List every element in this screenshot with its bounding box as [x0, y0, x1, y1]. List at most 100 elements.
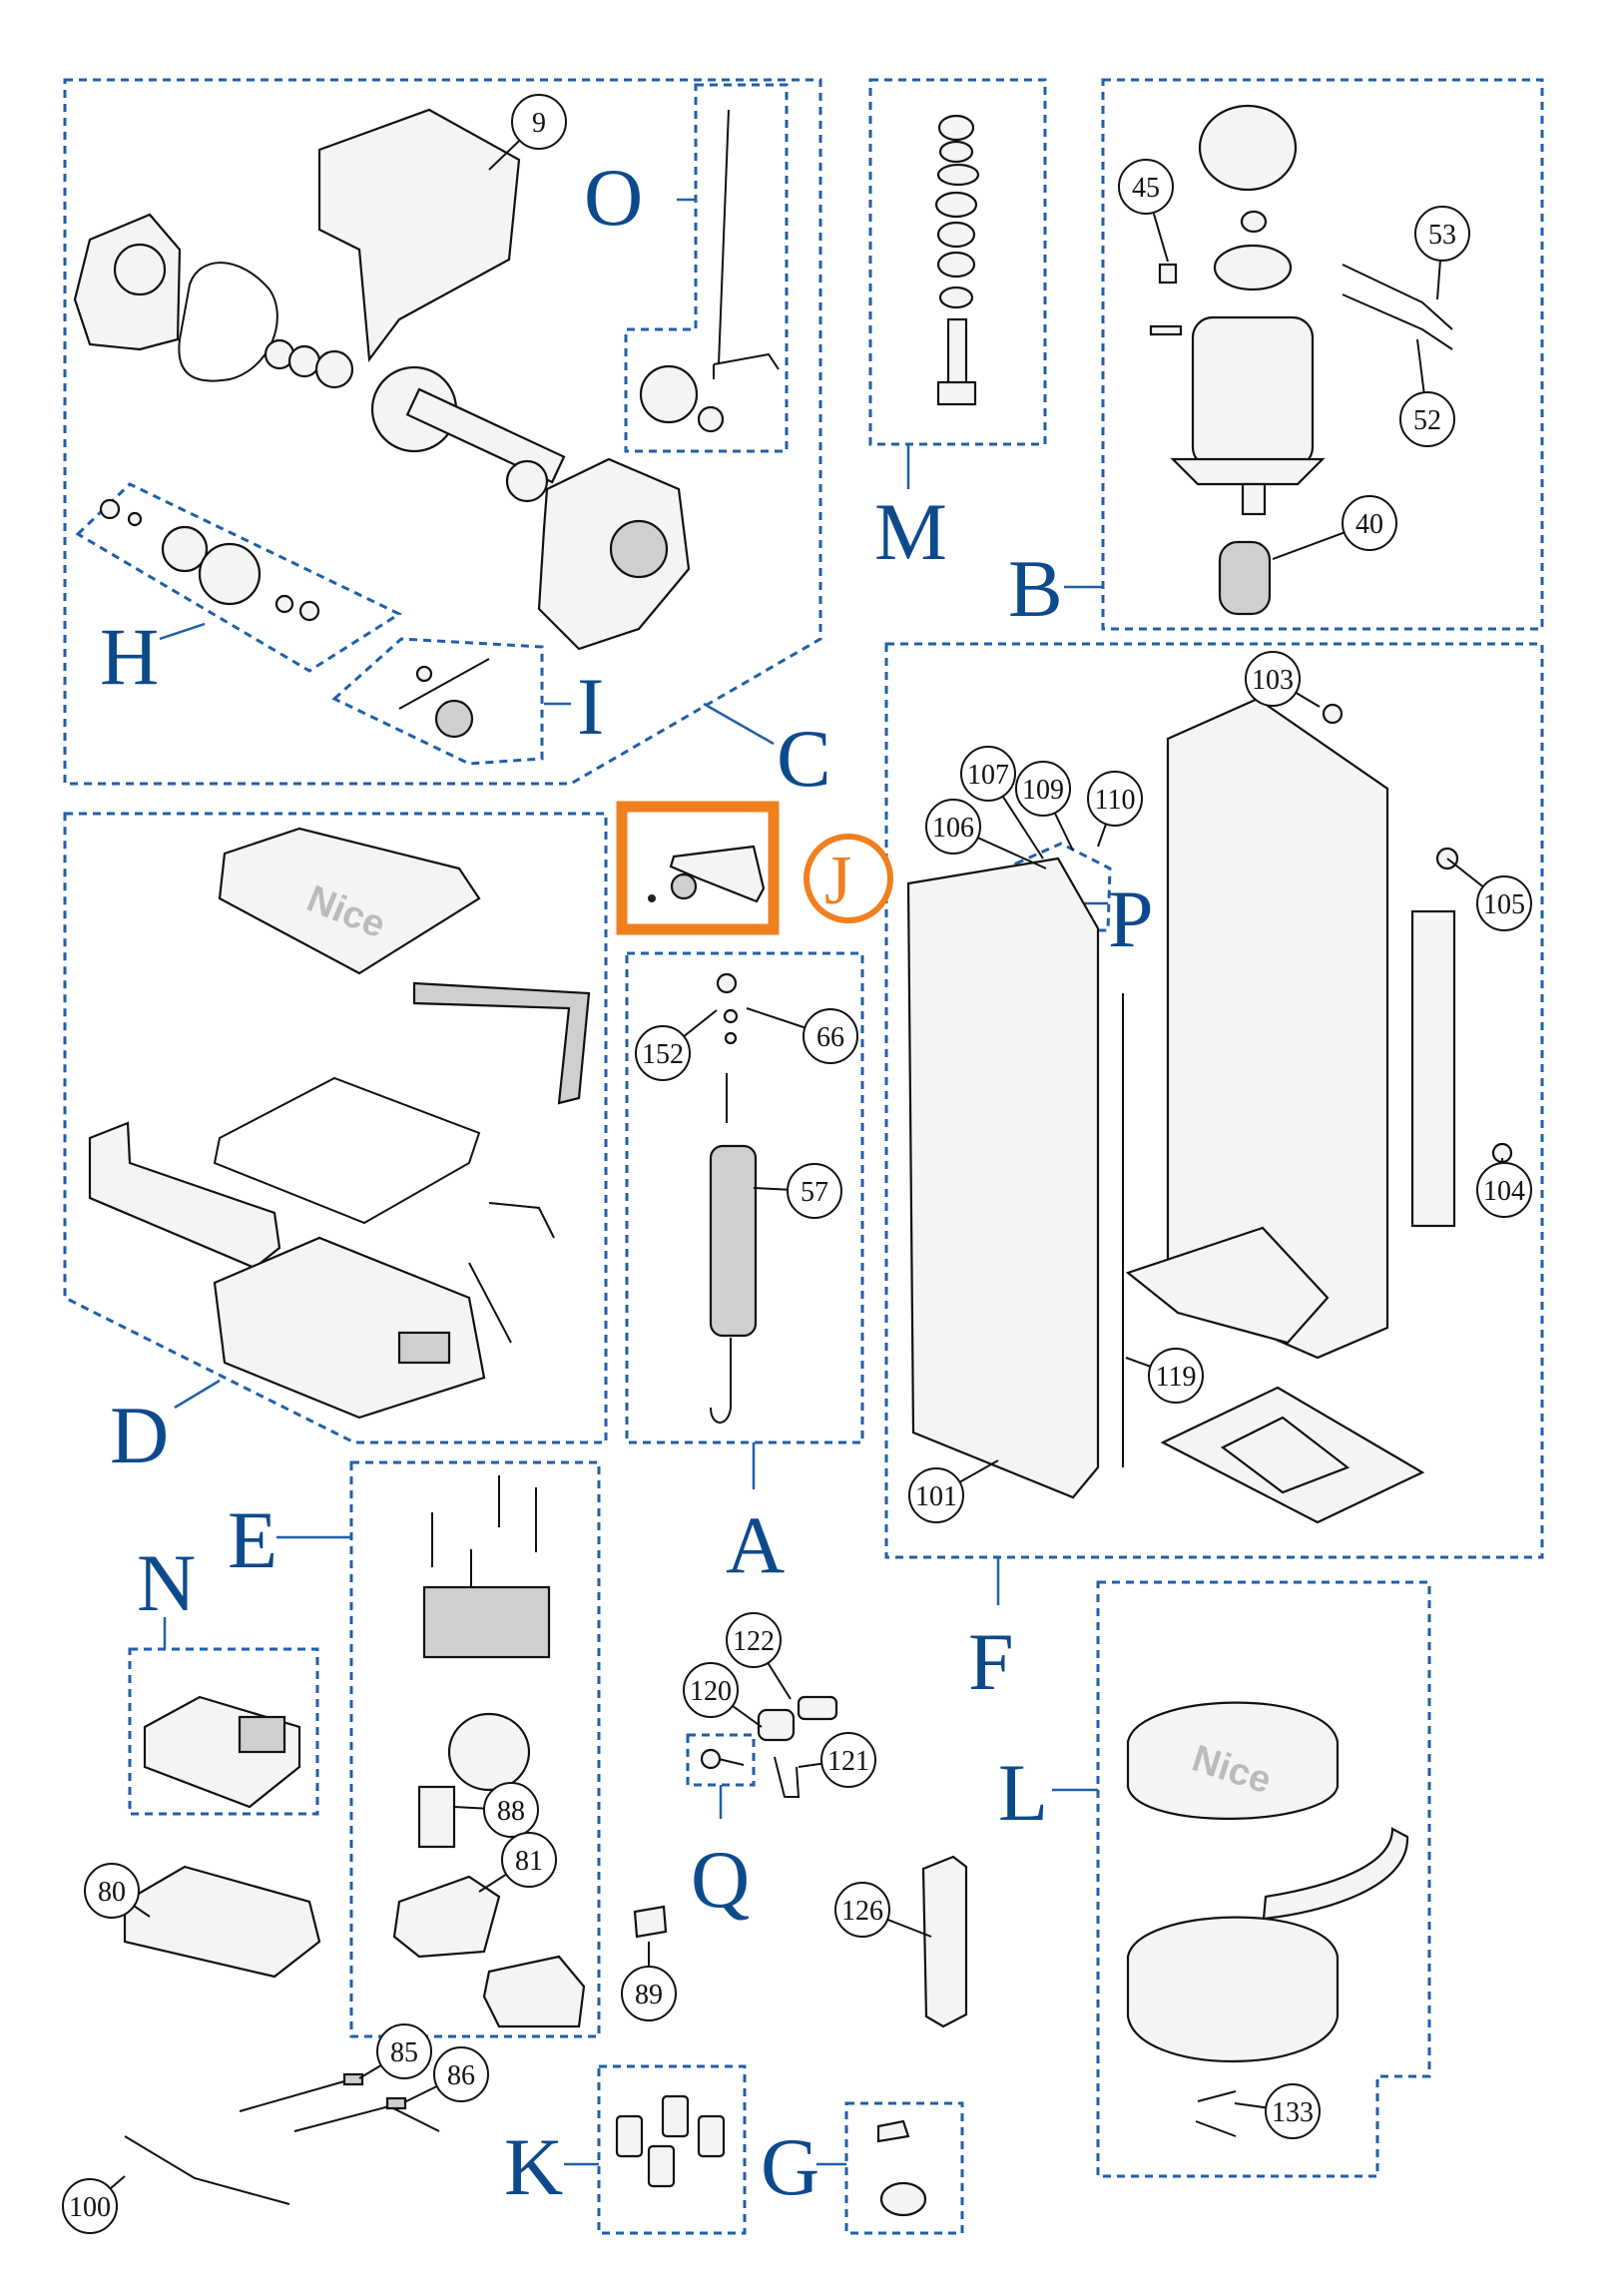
callout-circle-40 — [1342, 495, 1397, 551]
lock-cylinder-part — [757, 1708, 796, 1742]
group-h-parts — [99, 498, 320, 622]
callout-number-106: 106 — [932, 813, 974, 844]
group-label-i: I — [544, 661, 604, 752]
callout-number-122: 122 — [733, 1626, 775, 1657]
group-label-q: Q — [691, 1785, 750, 1925]
group-label-k: K — [504, 2121, 599, 2212]
callout-circle-104 — [1476, 1162, 1532, 1218]
callout-circle-106 — [925, 799, 981, 855]
callout-number-152: 152 — [642, 1039, 684, 1070]
motor-cap-part — [1198, 104, 1298, 192]
callout-106: 106 — [925, 799, 1047, 869]
callout-110: 110 — [1087, 771, 1143, 848]
group-label-n: O — [584, 152, 696, 243]
group-e-parts — [392, 1475, 586, 2028]
motor-body-part — [1191, 315, 1315, 469]
part-45-body — [1158, 263, 1178, 285]
callout-circle-88 — [483, 1782, 539, 1838]
callout-number-57: 57 — [801, 1177, 828, 1208]
callout-number-100: 100 — [69, 2192, 111, 2223]
group-m-parts — [934, 114, 980, 406]
bearing-part — [314, 349, 354, 389]
group-f-outline — [884, 642, 1544, 1559]
callout-101: 101 — [908, 1459, 999, 1523]
callout-number-85: 85 — [390, 2037, 418, 2068]
d-gasket-strip-part — [412, 981, 591, 1105]
group-letter-k: K — [504, 2121, 563, 2212]
callout-133: 133 — [1234, 2083, 1321, 2139]
callout-80: 80 — [84, 1863, 151, 1919]
e-transformer-part — [422, 1585, 551, 1659]
group-letter-a: A — [726, 1499, 785, 1590]
group-letter-l: L — [998, 1747, 1048, 1838]
group-label-m: M — [874, 444, 947, 577]
callout-122: 122 — [726, 1612, 792, 1700]
callout-number-40: 40 — [1355, 509, 1383, 540]
h-gear-part — [198, 542, 262, 606]
group-label-a: A — [726, 1442, 785, 1590]
callout-number-88: 88 — [497, 1796, 525, 1827]
callout-number-133: 133 — [1272, 2097, 1314, 2128]
callout-52: 52 — [1399, 338, 1455, 447]
callout-126: 126 — [834, 1882, 932, 1938]
callout-circle-80 — [84, 1863, 140, 1919]
j-bracket-part — [669, 845, 766, 903]
callout-number-121: 121 — [827, 1746, 869, 1777]
callout-circle-152 — [635, 1025, 691, 1081]
j-roller-part — [670, 872, 698, 900]
bearing-part-2 — [505, 459, 549, 503]
group-l-parts: Nice — [1126, 1701, 1409, 2137]
group-letter-g: G — [761, 2121, 819, 2212]
f-rack-strip-part — [1410, 909, 1456, 1228]
callout-number-52: 52 — [1413, 405, 1441, 436]
callout-circle-9 — [511, 94, 567, 150]
group-letter-e: E — [228, 1494, 277, 1585]
group-o-outline — [128, 1647, 319, 1816]
j-screw-part — [648, 894, 656, 902]
callout-81: 81 — [478, 1832, 557, 1893]
callout-number-119: 119 — [1156, 1362, 1197, 1393]
callout-number-86: 86 — [447, 2060, 475, 2091]
callout-number-103: 103 — [1252, 665, 1294, 696]
callout-circle-45 — [1118, 159, 1174, 215]
callout-circle-86 — [433, 2046, 489, 2102]
callout-circle-53 — [1414, 206, 1470, 262]
callout-number-126: 126 — [841, 1896, 883, 1927]
callout-circle-89 — [621, 1966, 677, 2021]
group-i-parts — [398, 658, 490, 739]
callout-number-105: 105 — [1483, 889, 1525, 920]
group-n-outline — [624, 83, 789, 453]
group-c-parts — [73, 108, 691, 651]
group-letter-m: M — [874, 486, 947, 577]
highlight-j-circle — [804, 834, 893, 923]
group-letter-d: D — [110, 1390, 169, 1480]
callout-circle-122 — [726, 1612, 782, 1668]
callout-number-101: 101 — [915, 1481, 957, 1512]
callout-circle-126 — [834, 1882, 890, 1938]
n-disk-part — [639, 364, 699, 424]
a-spring-part — [709, 1144, 758, 1338]
group-a-outline — [625, 951, 864, 1444]
callout-circle-107 — [960, 746, 1016, 802]
highlight-j-letter: J — [824, 843, 851, 919]
group-label-h: H — [100, 611, 206, 702]
callout-circle-133 — [1265, 2083, 1321, 2139]
group-b-parts — [1149, 104, 1453, 616]
callout-107: 107 — [960, 746, 1044, 860]
group-g-parts — [876, 2119, 927, 2217]
group-label-e: E — [228, 1494, 351, 1585]
group-i-outline — [331, 637, 544, 766]
callout-circle-109 — [1015, 761, 1071, 817]
l-ring-part — [1262, 1827, 1409, 1921]
callout-152: 152 — [635, 1009, 718, 1081]
group-m-outline — [868, 78, 1047, 446]
callout-9: 9 — [488, 94, 567, 171]
gear-cover-hole — [113, 243, 167, 296]
group-o-parts — [143, 1695, 301, 1809]
callout-57: 57 — [753, 1163, 842, 1219]
k-receiver-4 — [697, 2114, 726, 2158]
callout-number-80: 80 — [98, 1877, 126, 1908]
d-frame-part — [213, 1076, 481, 1225]
group-letter-p: P — [1108, 873, 1154, 964]
cable-parts — [124, 2072, 440, 2205]
